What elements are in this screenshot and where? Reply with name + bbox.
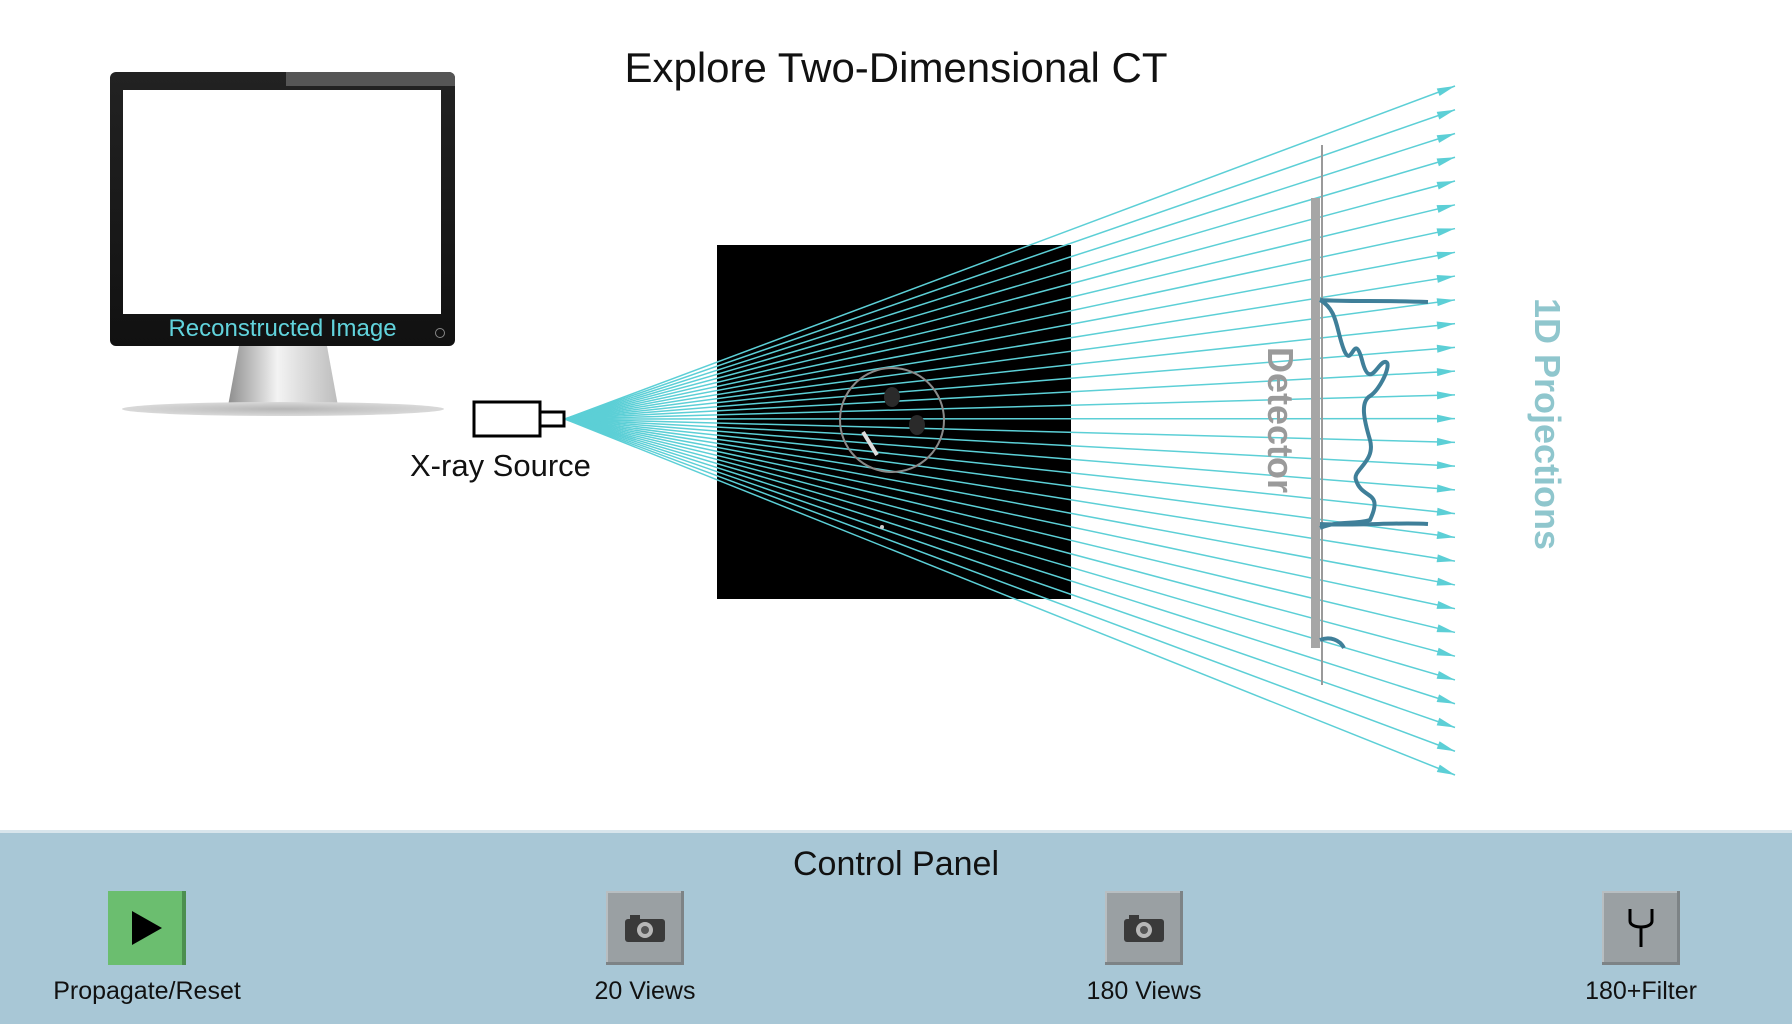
xray-beam bbox=[0, 0, 1792, 830]
filter-icon bbox=[1626, 907, 1656, 949]
one-eighty-views-button[interactable] bbox=[1105, 891, 1183, 965]
projection-profile bbox=[1320, 300, 1428, 648]
control-panel-title: Control Panel bbox=[0, 845, 1792, 884]
ray-arrowhead bbox=[1437, 110, 1455, 120]
ray-arrowhead bbox=[1437, 484, 1455, 492]
ray-arrowhead bbox=[1437, 345, 1455, 353]
camera-icon bbox=[624, 913, 666, 943]
ray-arrowhead bbox=[1437, 671, 1455, 680]
ray-arrowhead bbox=[1437, 601, 1455, 609]
ray-arrowhead bbox=[1437, 461, 1455, 469]
detector-bar bbox=[1311, 198, 1320, 648]
one-eighty-views-label: 180 Views bbox=[1044, 977, 1244, 1006]
ray-arrowhead bbox=[1437, 624, 1455, 632]
ray-arrowhead bbox=[1437, 508, 1455, 516]
one-eighty-views-control: 180 Views bbox=[1044, 891, 1244, 1006]
ray-arrowhead bbox=[1437, 554, 1455, 562]
ray-arrowhead bbox=[1437, 157, 1455, 166]
propagate-reset-label: Propagate/Reset bbox=[47, 977, 247, 1006]
camera-icon bbox=[1123, 913, 1165, 943]
ray-arrowhead bbox=[1437, 391, 1455, 399]
ray-arrowhead bbox=[1437, 368, 1455, 376]
ray-arrowhead bbox=[1437, 578, 1455, 586]
phantom-dot bbox=[880, 525, 884, 529]
ray-arrowhead bbox=[1437, 228, 1455, 236]
one-eighty-filter-button[interactable] bbox=[1602, 891, 1680, 965]
ray-arrowhead bbox=[1437, 181, 1455, 190]
play-icon bbox=[130, 909, 164, 947]
propagate-reset-button[interactable] bbox=[108, 891, 186, 965]
phantom-spot bbox=[884, 387, 900, 407]
ray-arrowhead bbox=[1437, 648, 1455, 657]
ray-arrowhead bbox=[1437, 741, 1455, 751]
ray-arrowhead bbox=[1437, 322, 1455, 330]
ray-arrowhead bbox=[1437, 438, 1455, 446]
ray-arrowhead bbox=[1437, 765, 1455, 775]
ray-arrowhead bbox=[1437, 86, 1455, 96]
ray-arrowhead bbox=[1437, 415, 1455, 423]
ray-arrowhead bbox=[1437, 531, 1455, 539]
xray-source-icon bbox=[474, 402, 564, 436]
phantom-spot bbox=[909, 415, 925, 435]
control-panel: Control Panel Propagate/Reset 20 Views 1… bbox=[0, 830, 1792, 1024]
one-eighty-filter-label: 180+Filter bbox=[1541, 977, 1741, 1006]
ct-scene: Explore Two-Dimensional CT Reconstructed… bbox=[0, 0, 1792, 830]
twenty-views-button[interactable] bbox=[606, 891, 684, 965]
propagate-reset-control: Propagate/Reset bbox=[47, 891, 247, 1006]
ray-arrowhead bbox=[1437, 252, 1455, 260]
ray-arrowhead bbox=[1437, 718, 1455, 728]
twenty-views-label: 20 Views bbox=[545, 977, 745, 1006]
xray-source-label: X-ray Source bbox=[410, 448, 591, 484]
ray-arrowhead bbox=[1437, 134, 1455, 143]
ray-arrowhead bbox=[1437, 205, 1455, 213]
ray-arrowhead bbox=[1437, 694, 1455, 703]
filter-control: 180+Filter bbox=[1541, 891, 1741, 1006]
twenty-views-control: 20 Views bbox=[545, 891, 745, 1006]
ray-arrowhead bbox=[1437, 275, 1455, 283]
